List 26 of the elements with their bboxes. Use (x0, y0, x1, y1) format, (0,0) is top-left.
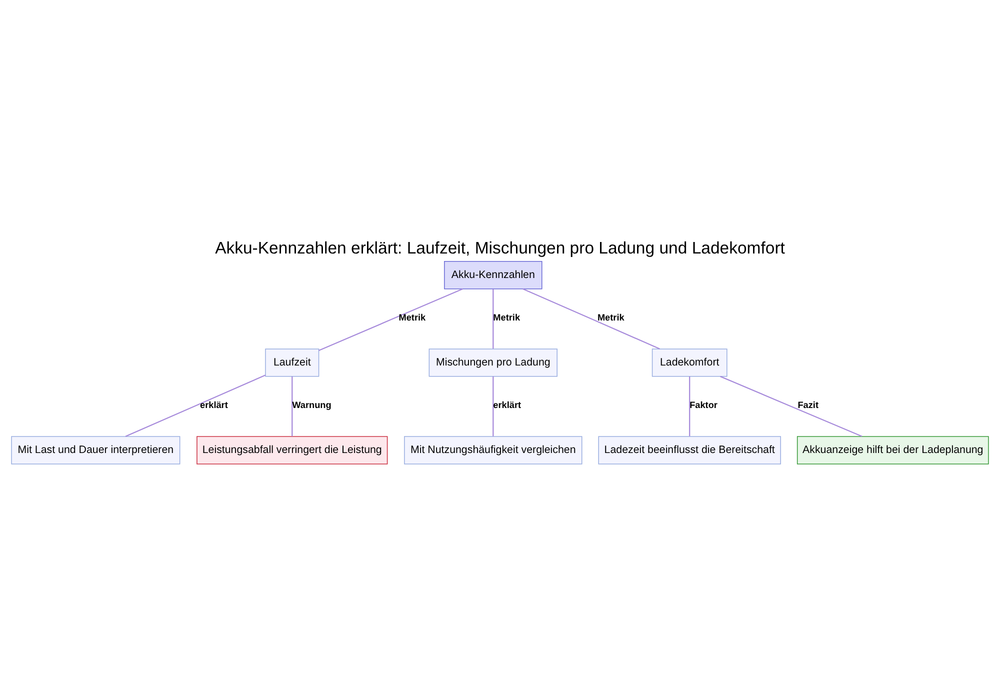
node-box: Laufzeit (265, 348, 320, 376)
node-box: Leistungsabfall verringert die Leistung (196, 436, 388, 464)
connector (125, 374, 266, 436)
edge-label: erklärt (200, 400, 228, 410)
edge-label: Metrik (398, 312, 426, 322)
edge-label: erklärt (493, 400, 522, 410)
edge-label: Fazit (798, 400, 819, 410)
edge-label: Faktor (690, 400, 718, 410)
edge-label: Metrik (597, 312, 624, 322)
node-box: Mischungen pro Ladung (428, 348, 558, 376)
node-box: Akku-Kennzahlen (444, 260, 542, 289)
connector (492, 376, 494, 436)
connector (720, 375, 862, 436)
connector (318, 288, 464, 351)
node-box: Mit Nutzungshäufigkeit vergleichen (404, 436, 582, 464)
connector (522, 288, 660, 349)
node-box: Akkuanzeige hilft bei der Ladeplanung (796, 436, 989, 464)
node-box: Ladezeit beeinflusst die Bereitschaft (598, 436, 781, 464)
connector (689, 376, 690, 436)
node-box: Ladekomfort (652, 348, 728, 376)
connector (492, 288, 494, 348)
edge-label: Metrik (493, 312, 520, 322)
node-box: Mit Last und Dauer interpretieren (11, 436, 180, 464)
edge-label: Warnung (292, 400, 332, 410)
diagram-title: Akku-Kennzahlen erklärt: Laufzeit, Mischungen pro Ladung und Ladekomfort (215, 238, 785, 257)
connector (292, 376, 293, 436)
